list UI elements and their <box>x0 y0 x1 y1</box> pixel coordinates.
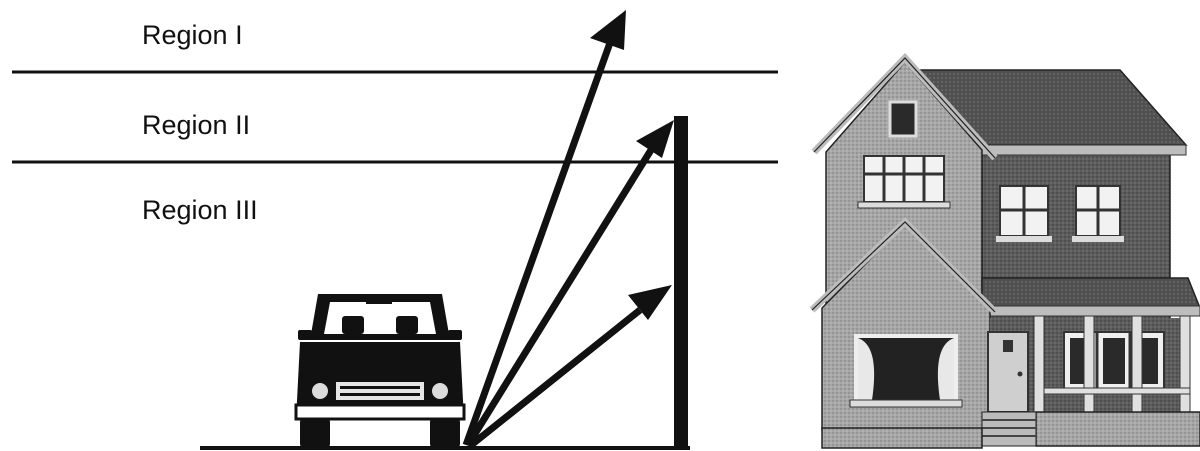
signal-arrow-region-3 <box>467 285 672 449</box>
house-icon <box>809 52 1200 449</box>
region-label-1: Region I <box>142 20 243 50</box>
obstacle-wall <box>674 116 688 450</box>
signal-arrow-region-2 <box>465 120 674 447</box>
car-icon <box>294 294 466 448</box>
region-label-2: Region II <box>142 110 251 140</box>
region-label-3: Region III <box>142 195 258 225</box>
signal-arrow-region-1 <box>462 10 626 447</box>
